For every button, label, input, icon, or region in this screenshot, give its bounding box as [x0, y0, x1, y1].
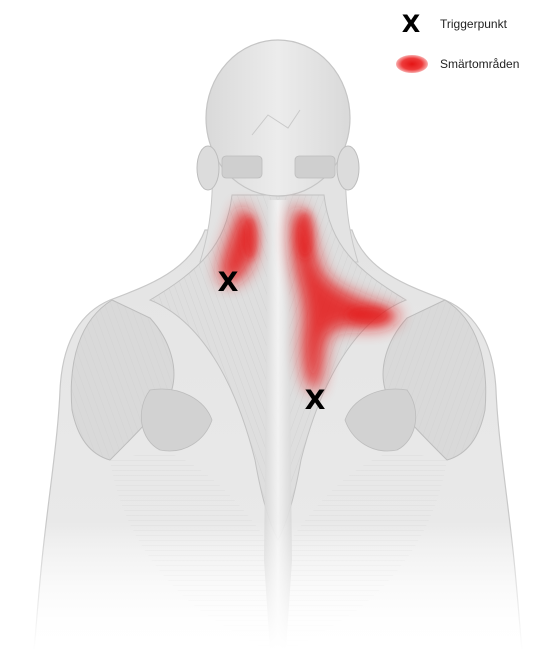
trigger-x-icon: X — [396, 10, 426, 38]
legend-label-trigger: Triggerpunkt — [440, 10, 507, 38]
pain-area-icon — [396, 50, 426, 78]
legend-label-pain: Smärtområden — [440, 50, 519, 78]
legend-item-pain: Smärtområden — [396, 50, 556, 78]
trigger-point-left-neck: X — [214, 268, 242, 298]
legend: X Triggerpunkt Smärtområden — [396, 10, 556, 78]
legend-item-trigger: X Triggerpunkt — [396, 10, 556, 38]
trigger-point-spine: X — [301, 386, 329, 416]
